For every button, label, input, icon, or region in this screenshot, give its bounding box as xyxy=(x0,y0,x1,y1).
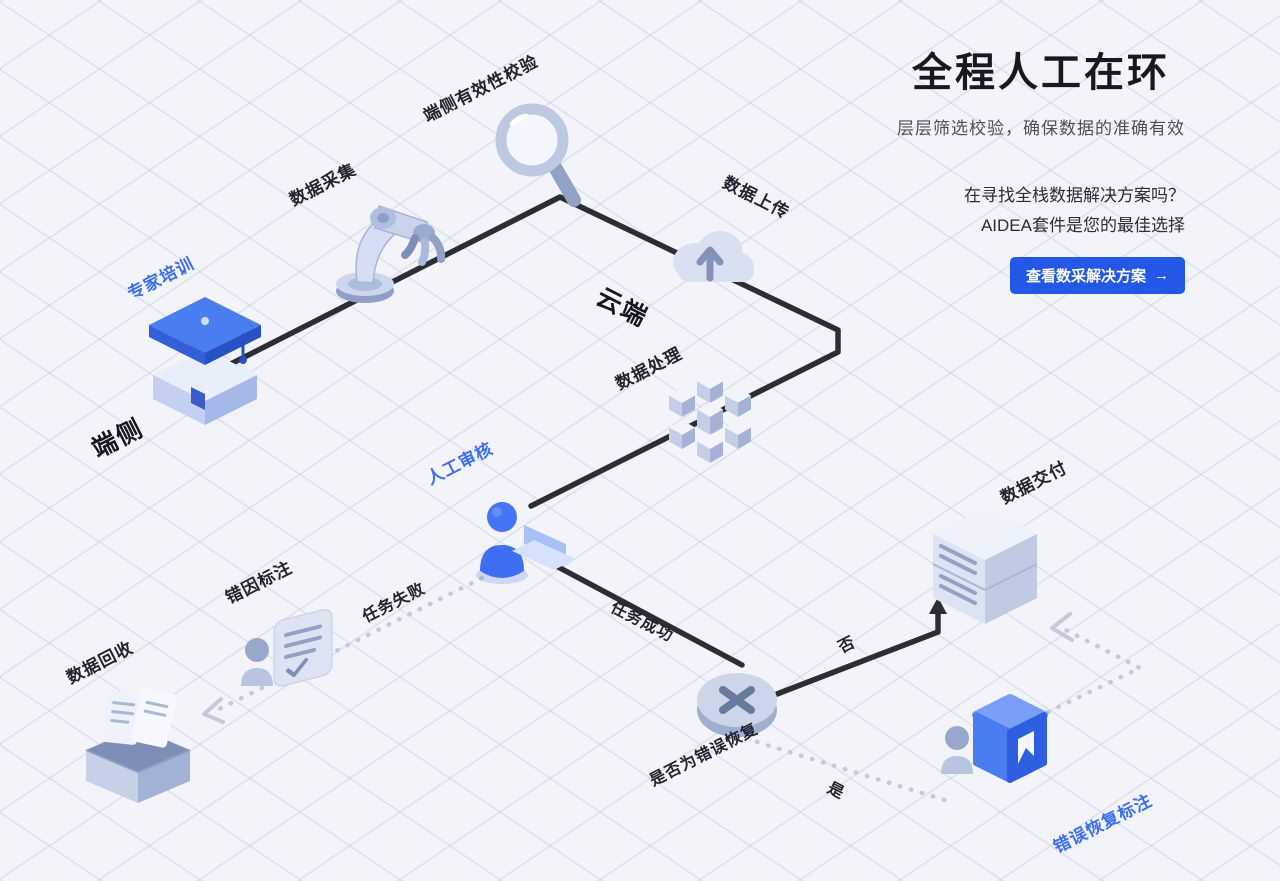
header-panel: 全程人工在环 层层筛选校验，确保数据的准确有效 在寻找全栈数据解决方案吗？ AI… xyxy=(897,40,1185,294)
fail-arrow-chevron-icon xyxy=(202,697,225,724)
recycle-box-icon xyxy=(78,688,198,803)
delivery-arrow-chevron-icon xyxy=(1050,612,1074,642)
magnifier-icon xyxy=(490,100,585,210)
label-manual-review: 人工审核 xyxy=(423,438,497,489)
annotator-icon xyxy=(240,600,345,695)
page-subtitle: 层层筛选校验，确保数据的准确有效 xyxy=(897,119,1185,138)
label-zone-device: 端侧 xyxy=(87,414,149,464)
cloud-upload-icon xyxy=(660,212,765,302)
promo-line-2: AIDEA套件是您的最佳选择 xyxy=(980,216,1185,235)
label-task-success: 任务成功 xyxy=(607,599,677,646)
graduation-cap-icon xyxy=(145,285,265,425)
label-zone-cloud: 云端 xyxy=(591,283,653,333)
view-solution-button[interactable]: 查看数采解决方案 → xyxy=(1009,257,1185,294)
data-cubes-icon xyxy=(655,368,765,473)
server-icon xyxy=(925,500,1045,630)
promo-text: 在寻找全栈数据解决方案吗？ AIDEA套件是您的最佳选择 xyxy=(897,181,1185,241)
label-task-failed: 任务失败 xyxy=(359,580,429,627)
label-no: 否 xyxy=(835,633,859,657)
page-title: 全程人工在环 xyxy=(912,51,1170,95)
robot-arm-icon xyxy=(325,190,465,305)
promo-line-1: 在寻找全栈数据解决方案吗？ xyxy=(964,186,1185,205)
label-data-recycle: 数据回收 xyxy=(63,637,137,688)
cta-label: 查看数采解决方案 xyxy=(1025,268,1146,285)
label-yes: 是 xyxy=(824,779,848,803)
arrow-right-icon: → xyxy=(1154,267,1169,284)
bookmark-annotator-icon xyxy=(938,692,1058,797)
label-error-recovery: 错误恢复标注 xyxy=(1050,790,1156,857)
reviewer-icon xyxy=(468,495,583,587)
